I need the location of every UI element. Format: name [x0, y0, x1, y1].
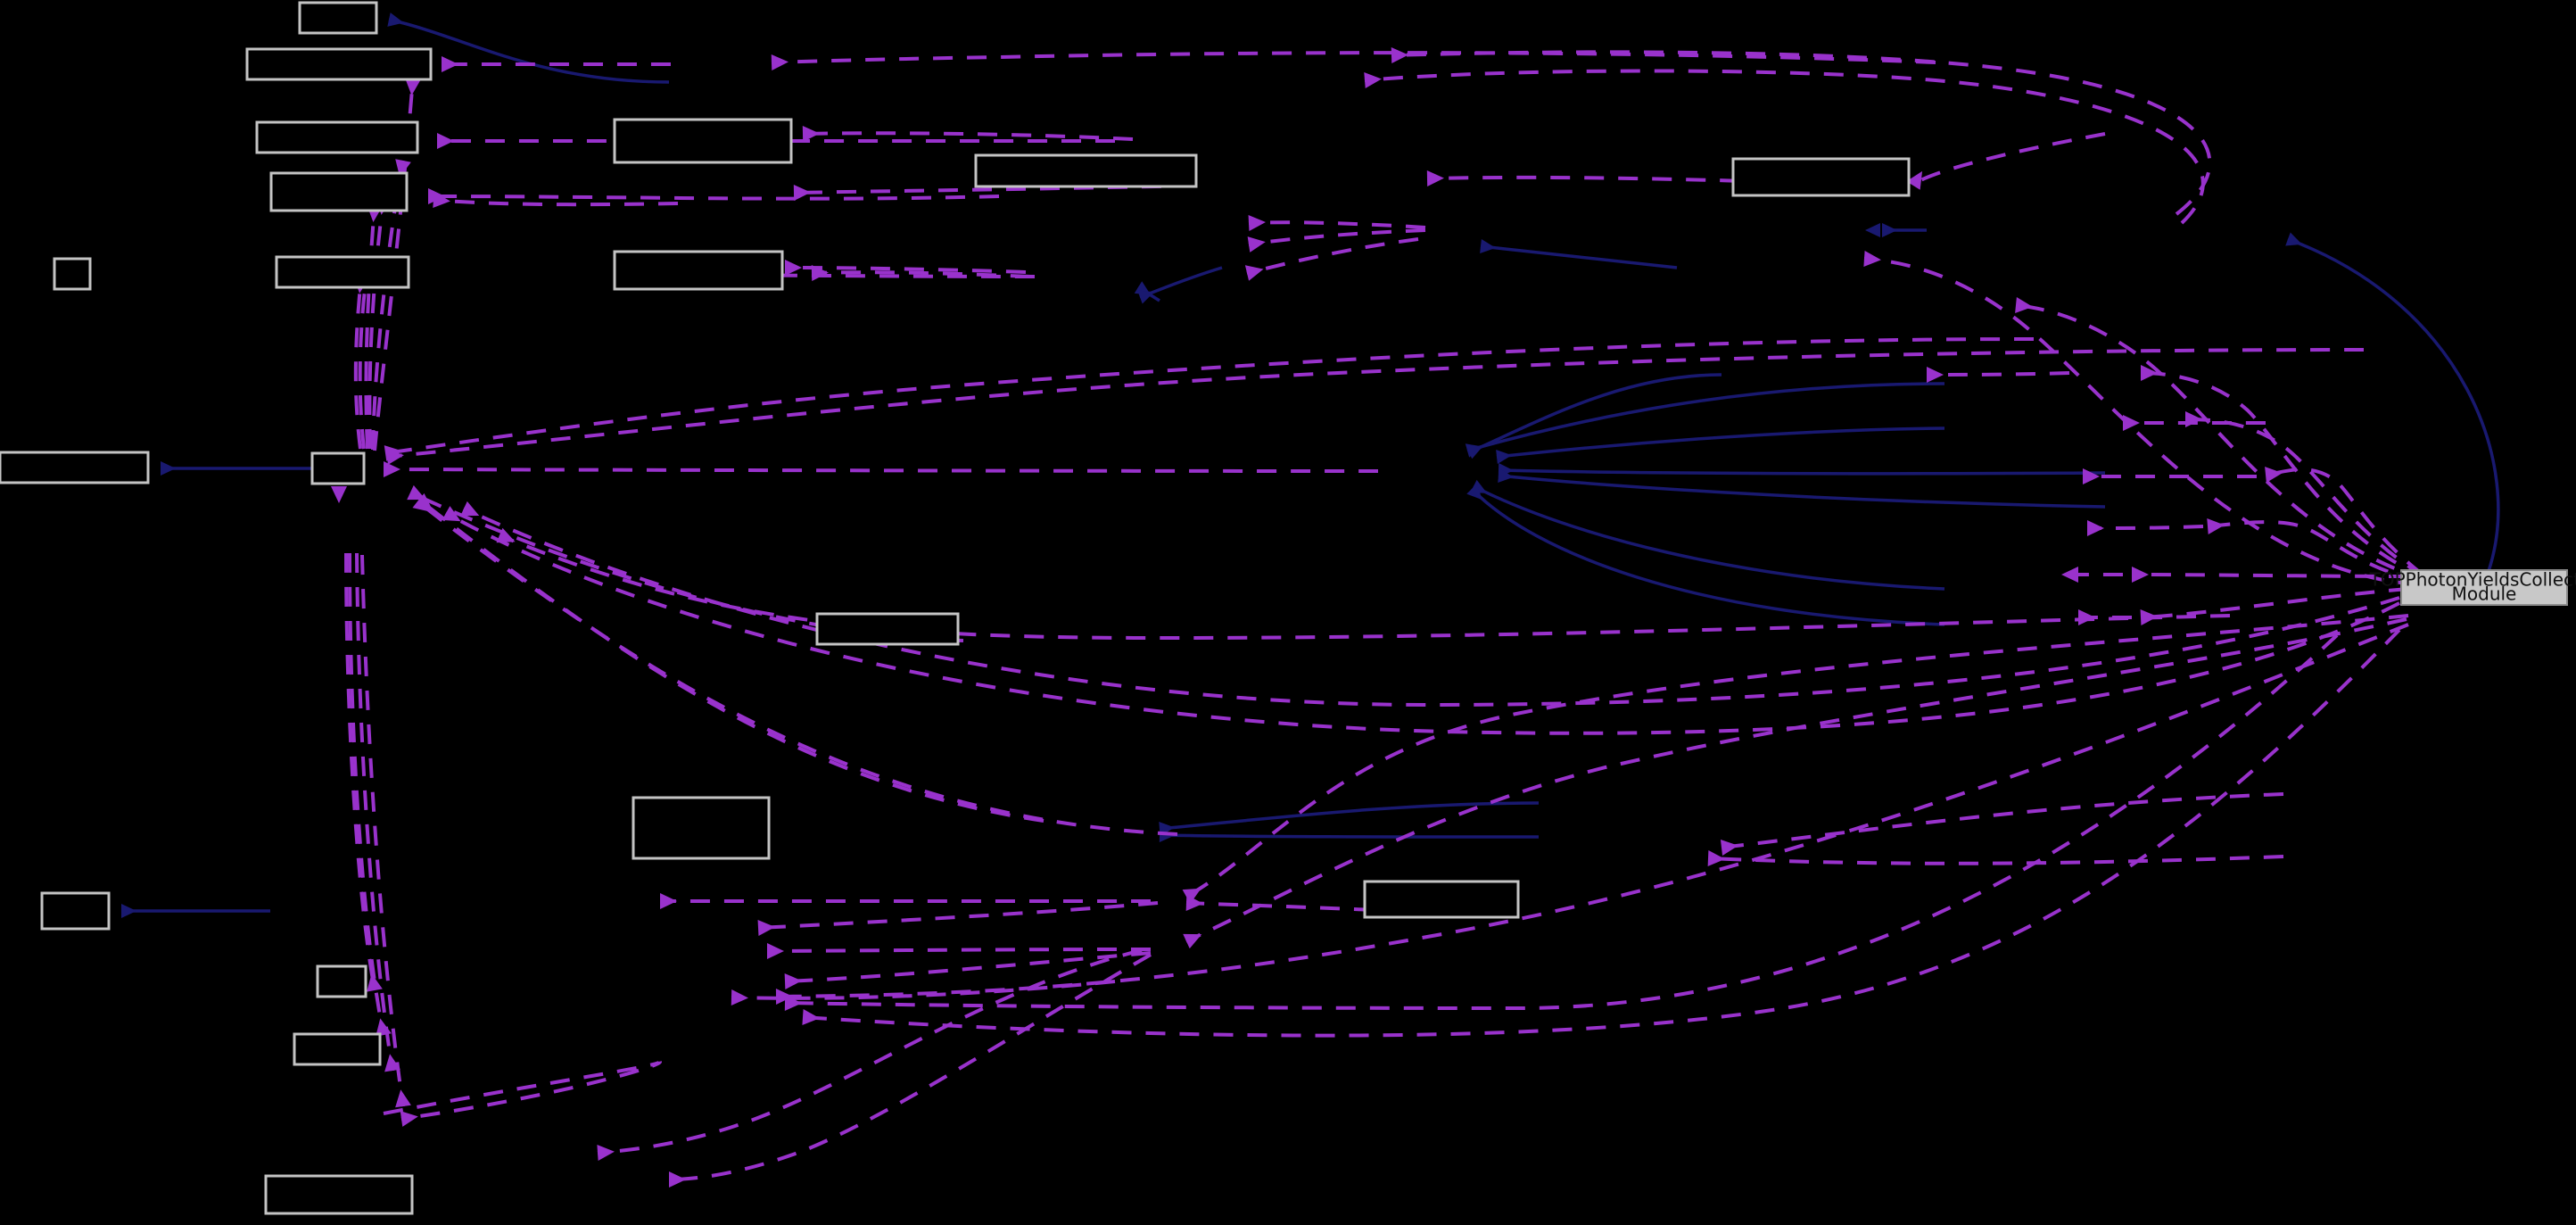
graph-node-box[interactable] [269, 171, 409, 212]
graph-node[interactable] [245, 47, 433, 81]
graph-node[interactable] [53, 257, 92, 291]
graph-node[interactable] [269, 171, 409, 212]
graph-node-box[interactable] [613, 250, 784, 291]
graph-node[interactable] [40, 891, 111, 931]
inheritance-edge-group [121, 12, 2500, 918]
graph-node-box[interactable] [245, 47, 433, 81]
graph-node[interactable] [255, 120, 419, 154]
graph-node-box[interactable] [298, 1, 378, 35]
graph-node-box[interactable] [255, 120, 419, 154]
graph-node[interactable] [613, 250, 784, 291]
graph-node-box[interactable] [264, 1174, 414, 1215]
focus-node-label-line2: Module [2452, 584, 2517, 605]
graph-node-box[interactable] [316, 964, 367, 998]
graph-node[interactable] [298, 1, 378, 35]
graph-node-box[interactable] [974, 153, 1198, 188]
graph-node[interactable] [310, 451, 366, 485]
graph-node[interactable] [293, 1032, 382, 1066]
graph-node[interactable] [0, 451, 150, 484]
usedby-edge-group [331, 47, 2427, 1188]
graph-node-box[interactable] [1731, 157, 1911, 197]
graph-node[interactable] [275, 255, 410, 289]
graph-node[interactable] [264, 1174, 414, 1215]
graph-node[interactable] [632, 796, 771, 860]
graph-node[interactable] [815, 612, 960, 646]
graph-node-box[interactable] [275, 255, 410, 289]
focus-node-box[interactable] [2400, 569, 2568, 606]
graph-node-box[interactable] [310, 451, 366, 485]
graph-node-box[interactable] [0, 451, 150, 484]
graph-node[interactable] [316, 964, 367, 998]
graph-node-box[interactable] [40, 891, 111, 931]
graph-node[interactable] [974, 153, 1198, 188]
graph-node[interactable] [1363, 880, 1520, 919]
focus-node-label-line1: TOPPhotonYieldsCollector [2369, 569, 2576, 591]
graph-node[interactable] [613, 118, 793, 164]
graph-node-box[interactable] [613, 118, 793, 164]
graph-node-box[interactable] [293, 1032, 382, 1066]
graph-node-box[interactable] [53, 257, 92, 291]
graph-node[interactable] [1731, 157, 1911, 197]
graph-node-box[interactable] [815, 612, 960, 646]
graph-node-box[interactable] [632, 796, 771, 860]
graph-node-box[interactable] [1363, 880, 1520, 919]
